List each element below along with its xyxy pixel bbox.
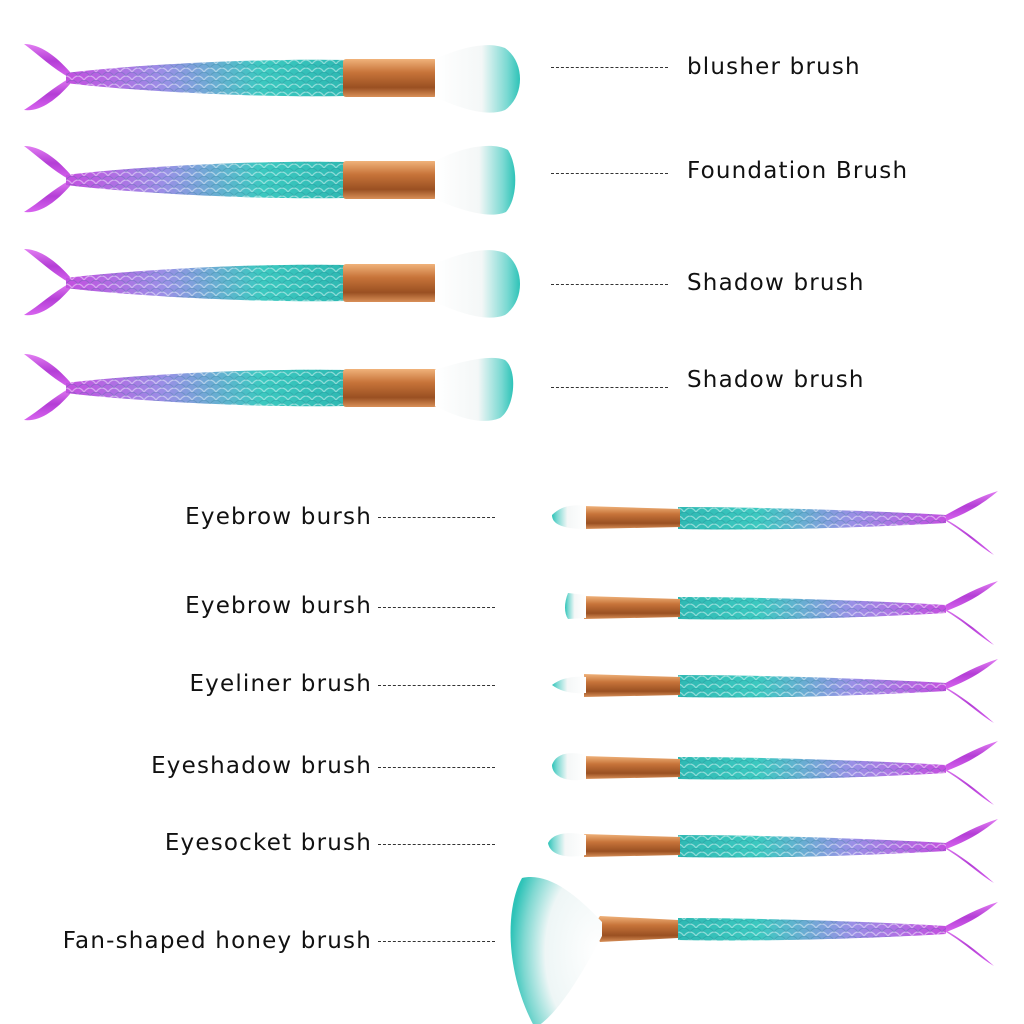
brush-ferrule — [595, 916, 678, 942]
brush-bristles — [548, 833, 586, 857]
brush-ferrule — [584, 674, 680, 697]
handle-scales — [66, 369, 345, 407]
mermaid-tail — [942, 491, 998, 521]
leader-line — [551, 387, 668, 388]
brush-ferrule — [343, 161, 437, 199]
brush-label-eyebrow-2: Eyebrow bursh — [185, 593, 372, 619]
brush-label-eyebrow-1: Eyebrow bursh — [185, 504, 372, 530]
mermaid-tail — [24, 44, 70, 78]
leader-line — [378, 767, 495, 768]
handle-scales — [678, 835, 946, 858]
brush-10 — [510, 877, 998, 1024]
handle-scales — [66, 161, 345, 199]
brush-bristles — [510, 877, 602, 1024]
handle-scales — [66, 59, 345, 97]
mermaid-tail — [942, 819, 998, 849]
mermaid-tail — [942, 741, 998, 771]
mermaid-tail — [942, 902, 998, 932]
brush-8 — [552, 741, 998, 805]
leader-line — [378, 941, 495, 942]
handle-scales — [66, 264, 345, 302]
brush-bristles — [435, 145, 516, 215]
leader-line — [378, 685, 495, 686]
brush-bristles — [552, 505, 586, 529]
mermaid-tail — [24, 180, 70, 213]
brush-bristles — [552, 753, 586, 781]
brush-bristles — [552, 676, 586, 694]
brush-label-eyeliner: Eyeliner brush — [189, 671, 372, 697]
brush-ferrule — [584, 596, 680, 619]
leader-line — [551, 67, 668, 68]
brush-4 — [24, 354, 514, 421]
leader-line — [378, 607, 495, 608]
mermaid-tail — [942, 928, 994, 966]
mermaid-tail — [942, 659, 998, 689]
mermaid-tail — [24, 354, 70, 388]
mermaid-tail — [24, 146, 70, 180]
mermaid-tail — [24, 78, 70, 111]
handle-scales — [678, 918, 946, 941]
brush-ferrule — [343, 369, 437, 407]
brush-label-shadow-2: Shadow brush — [687, 367, 865, 393]
brush-5 — [552, 491, 998, 555]
handle-scales — [678, 597, 946, 620]
mermaid-tail — [24, 388, 70, 421]
mermaid-tail — [942, 607, 994, 645]
mermaid-tail — [24, 249, 70, 283]
mermaid-tail — [942, 517, 994, 555]
mermaid-tail — [24, 283, 70, 316]
brush-label-fan: Fan-shaped honey brush — [62, 928, 372, 954]
leader-line — [551, 284, 668, 285]
mermaid-tail — [942, 845, 994, 883]
leader-line — [551, 173, 668, 174]
brush-ferrule — [343, 264, 437, 302]
brush-bristles — [565, 593, 586, 619]
leader-line — [378, 844, 495, 845]
brush-ferrule — [343, 59, 437, 97]
brush-ferrule — [584, 506, 680, 529]
handle-scales — [678, 757, 946, 780]
brush-label-eyesocket: Eyesocket brush — [164, 830, 372, 856]
brush-2 — [24, 145, 516, 215]
brush-label-blusher: blusher brush — [687, 54, 861, 80]
brush-bristles — [435, 357, 514, 421]
brush-label-eyeshadow: Eyeshadow brush — [151, 753, 372, 779]
brush-6 — [565, 581, 998, 645]
brush-bristles — [435, 45, 520, 113]
leader-line — [378, 517, 495, 518]
handle-scales — [678, 507, 946, 530]
handle-scales — [678, 675, 946, 698]
brush-bristles — [435, 250, 520, 318]
brush-ferrule — [584, 756, 680, 779]
brush-3 — [24, 249, 520, 318]
brush-1 — [24, 44, 520, 113]
brush-ferrule — [584, 834, 680, 857]
brush-label-shadow-1: Shadow brush — [687, 270, 865, 296]
mermaid-tail — [942, 767, 994, 805]
mermaid-tail — [942, 685, 994, 723]
brush-7 — [552, 659, 998, 723]
mermaid-tail — [942, 581, 998, 611]
brush-9 — [548, 819, 998, 883]
brush-label-foundation: Foundation Brush — [687, 158, 909, 184]
